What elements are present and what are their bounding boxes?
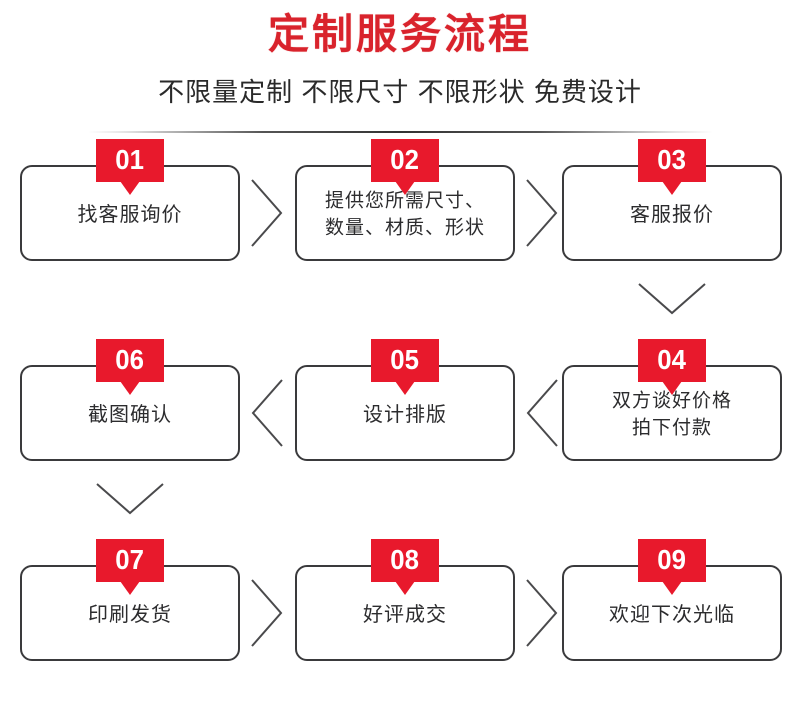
- badge-pointer-icon: [120, 580, 140, 595]
- step-badge-04: 04: [638, 338, 706, 395]
- step-box-07[interactable]: 07 印刷发货: [20, 538, 240, 661]
- step-label-09: 欢迎下次光临: [609, 603, 735, 626]
- step-badge-02: 02: [371, 138, 439, 195]
- step-label-05: 设计排版: [363, 403, 447, 426]
- step-number-04: 04: [657, 344, 687, 376]
- chevron-down-icon-03-04: [634, 279, 710, 319]
- step-box-03[interactable]: 03 客服报价: [562, 138, 782, 261]
- step-box-08[interactable]: 08 好评成交: [295, 538, 515, 661]
- step-number-09: 09: [657, 544, 687, 576]
- step-badge-06: 06: [96, 338, 164, 395]
- chevron-right-icon-02-03: [523, 176, 561, 250]
- step-box-01[interactable]: 01 找客服询价: [20, 138, 240, 261]
- step-number-02: 02: [390, 144, 420, 176]
- badge-pointer-icon: [662, 580, 682, 595]
- step-number-01: 01: [115, 144, 145, 176]
- step-box-06[interactable]: 06 截图确认: [20, 338, 240, 461]
- step-box-04[interactable]: 04 双方谈好价格 拍下付款: [562, 338, 782, 461]
- step-number-08: 08: [390, 544, 420, 576]
- header-divider: [87, 130, 713, 133]
- step-box-05[interactable]: 05 设计排版: [295, 338, 515, 461]
- step-label-07: 印刷发货: [88, 603, 172, 626]
- page-subtitle: 不限量定制 不限尺寸 不限形状 免费设计: [158, 77, 642, 108]
- process-flow-diagram: 01 找客服询价 02 提供您所需尺寸、 数量、材质、形状 03 客服报价 06: [0, 133, 800, 693]
- badge-pointer-icon: [120, 180, 140, 195]
- step-label-02: 提供您所需尺寸、 数量、材质、形状: [324, 190, 485, 239]
- page-title: 定制服务流程: [268, 11, 532, 57]
- step-label-04: 双方谈好价格 拍下付款: [611, 390, 732, 439]
- badge-pointer-icon: [395, 380, 415, 395]
- badge-pointer-icon: [662, 180, 682, 195]
- step-label-03: 客服报价: [630, 203, 714, 226]
- chevron-left-icon-04-05: [523, 376, 561, 450]
- badge-pointer-icon: [120, 380, 140, 395]
- step-number-03: 03: [657, 144, 687, 176]
- step-badge-05: 05: [371, 338, 439, 395]
- step-label-06: 截图确认: [88, 403, 172, 426]
- badge-pointer-icon: [395, 580, 415, 595]
- step-label-08: 好评成交: [363, 603, 447, 626]
- badge-pointer-icon: [662, 380, 682, 395]
- step-number-05: 05: [390, 344, 420, 376]
- step-box-09[interactable]: 09 欢迎下次光临: [562, 538, 782, 661]
- badge-pointer-icon: [395, 180, 415, 195]
- chevron-right-icon-01-02: [248, 176, 286, 250]
- step-badge-07: 07: [96, 538, 164, 595]
- step-badge-08: 08: [371, 538, 439, 595]
- step-number-07: 07: [115, 544, 145, 576]
- chevron-right-icon-07-08: [248, 576, 286, 650]
- step-label-01: 找客服询价: [77, 203, 183, 226]
- step-badge-09: 09: [638, 538, 706, 595]
- step-badge-01: 01: [96, 138, 164, 195]
- header: 定制服务流程 不限量定制 不限尺寸 不限形状 免费设计: [0, 0, 800, 133]
- step-badge-03: 03: [638, 138, 706, 195]
- chevron-down-icon-06-07: [92, 479, 168, 519]
- chevron-left-icon-05-06: [248, 376, 286, 450]
- step-number-06: 06: [115, 344, 145, 376]
- step-box-02[interactable]: 02 提供您所需尺寸、 数量、材质、形状: [295, 138, 515, 261]
- chevron-right-icon-08-09: [523, 576, 561, 650]
